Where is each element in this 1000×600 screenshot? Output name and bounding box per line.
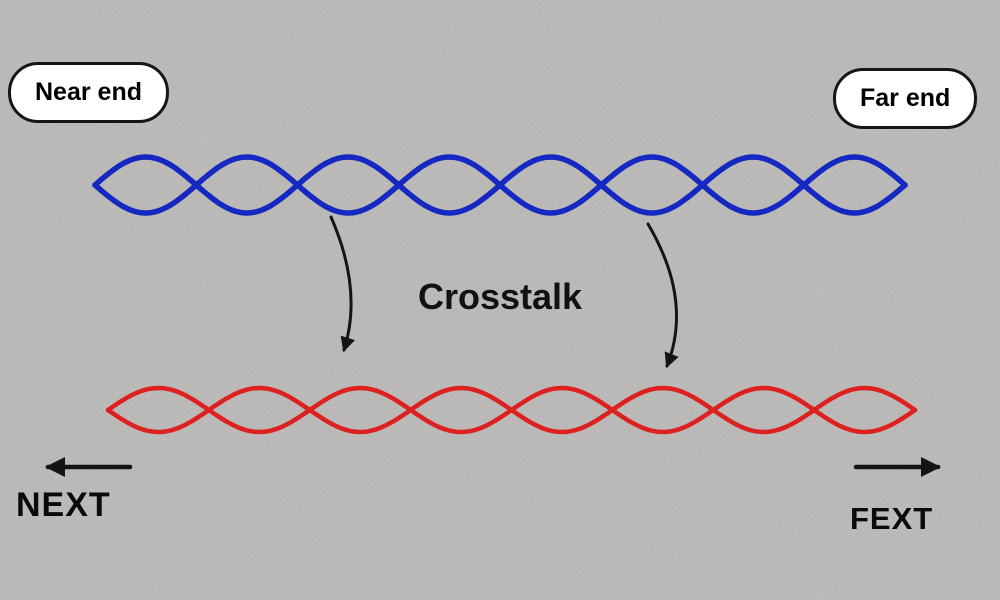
far-end-label: Far end [833,68,978,129]
crosstalk-arrow-right [646,222,679,369]
top-twisted-pair-strand-b [92,154,908,216]
fext-label: FEXT [850,501,934,536]
next-label: NEXT [16,486,111,524]
near-end-label: Near end [8,62,169,123]
crosstalk-title: Crosstalk [417,276,583,317]
crosstalk-arrow-left [329,215,355,353]
bottom-twisted-pair-strand-b [105,385,918,435]
